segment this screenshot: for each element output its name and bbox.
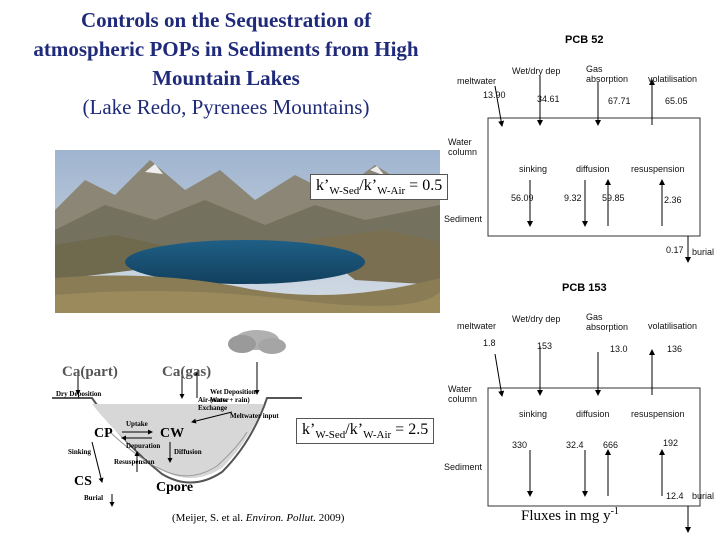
pcb153-sinking-value: 330 — [512, 440, 528, 450]
title-line-3: Mountain Lakes — [152, 66, 300, 90]
air-water-exchange-label: Air-Water Exchange — [198, 396, 229, 412]
ca-part-label: Ca(part) — [62, 364, 118, 380]
resuspension-label: Resuspension — [114, 458, 155, 466]
pcb153-sediment-label: Sediment — [444, 462, 483, 472]
pcb153-water-column-label: Water column — [448, 384, 478, 404]
pcb153-burial-label: burial — [692, 491, 715, 501]
lake-schematic: Ca(part) Ca(gas) Dry Deposition Wet Depo… — [52, 322, 302, 512]
uptake-label: Uptake — [126, 420, 148, 428]
cpore-label: Cpore — [156, 480, 194, 495]
pcb153-diffusion-up-value: 666 — [603, 440, 619, 450]
pcb153-meltwater-value: 1.8 — [483, 338, 496, 348]
pcb153-title: PCB 153 — [562, 282, 607, 294]
pcb52-diffusion-down-value: 9.32 — [564, 193, 582, 203]
pcb52-diffusion-label: diffusion — [576, 164, 610, 174]
pcb52-title: PCB 52 — [565, 34, 604, 46]
pcb52-volatilisation-value: 65.05 — [665, 96, 688, 106]
pcb153-sinking-label: sinking — [519, 409, 548, 419]
pcb52-volatilisation-label: volatilisation — [648, 74, 698, 84]
pcb52-meltwater-label: meltwater — [457, 76, 497, 86]
meltwater-input-label: Meltwater input — [230, 412, 279, 420]
pcb153-gas-absorption-label: Gas absorption — [586, 312, 629, 332]
dry-deposition-label: Dry Deposition — [56, 390, 102, 398]
title-line-4: (Lake Redo, Pyrenees Mountains) — [82, 95, 370, 119]
title-line-2: atmospheric POPs in Sediments from High — [33, 37, 419, 61]
citation: (Meijer, S. et al. Environ. Pollut. 2009… — [172, 512, 345, 524]
pcb52-resuspension-value: 2.36 — [664, 195, 682, 205]
diffusion-label: Diffusion — [174, 448, 202, 456]
pcb52-wetdry-value: 34.61 — [537, 94, 560, 104]
pcb52-burial-value: 0.17 — [666, 245, 684, 255]
pcb153-diagram: PCB 153 meltwater Wet/dry dep Gas absorp… — [440, 270, 720, 540]
pcb52-sinking-value: 56.09 — [511, 193, 534, 203]
pcb153-volatilisation-label: volatilisation — [648, 321, 698, 331]
ratio-label-pcb153: k’W-Sed/k’W-Air = 2.5 — [296, 418, 435, 445]
cp-label: CP — [94, 426, 113, 441]
pcb153-meltwater-label: meltwater — [457, 321, 497, 331]
pcb52-sediment-label: Sediment — [444, 214, 483, 224]
pcb153-diffusion-down-value: 32.4 — [566, 440, 584, 450]
depuration-label: Depuration — [126, 442, 161, 450]
pcb153-resuspension-label: resuspension — [631, 409, 685, 419]
pcb52-wetdry-label: Wet/dry dep — [512, 66, 561, 76]
pcb153-wetdry-label: Wet/dry dep — [512, 314, 561, 324]
pcb153-burial-value: 12.4 — [666, 491, 684, 501]
pcb153-diffusion-label: diffusion — [576, 409, 610, 419]
wet-deposition-label: Wet Deposition (snow + rain) — [210, 388, 256, 404]
burial-label: Burial — [84, 494, 104, 502]
pcb52-gas-absorption-label: Gas absorption — [586, 64, 629, 84]
pcb153-volatilisation-value: 136 — [667, 344, 683, 354]
pcb52-meltwater-value: 13.90 — [483, 90, 506, 100]
pcb52-water-column-label: Water column — [448, 137, 478, 157]
pcb52-resuspension-label: resuspension — [631, 164, 685, 174]
pcb52-diagram: PCB 52 meltwater Wet/dry dep Gas absorpt… — [440, 0, 720, 270]
cs-label: CS — [74, 474, 92, 489]
pcb52-sinking-label: sinking — [519, 164, 548, 174]
pcb52-burial-label: burial — [692, 247, 715, 257]
ca-gas-label: Ca(gas) — [162, 364, 212, 380]
slide-title: Controls on the Sequestration of atmosph… — [0, 6, 452, 122]
sinking-label: Sinking — [68, 448, 91, 456]
pcb52-diffusion-up-value: 59.85 — [602, 193, 625, 203]
cw-label: CW — [160, 426, 185, 441]
ratio-label-pcb52: k’W-Sed/k’W-Air = 0.5 — [310, 174, 449, 201]
pcb52-gas-absorption-value: 67.71 — [608, 96, 631, 106]
pcb153-gas-absorption-value: 13.0 — [610, 344, 628, 354]
pcb153-resuspension-value: 192 — [663, 438, 679, 448]
fluxes-unit-note: Fluxes in mg y-1 — [521, 506, 619, 524]
title-line-1: Controls on the Sequestration of — [80, 8, 372, 32]
pcb153-wetdry-value: 153 — [537, 341, 553, 351]
